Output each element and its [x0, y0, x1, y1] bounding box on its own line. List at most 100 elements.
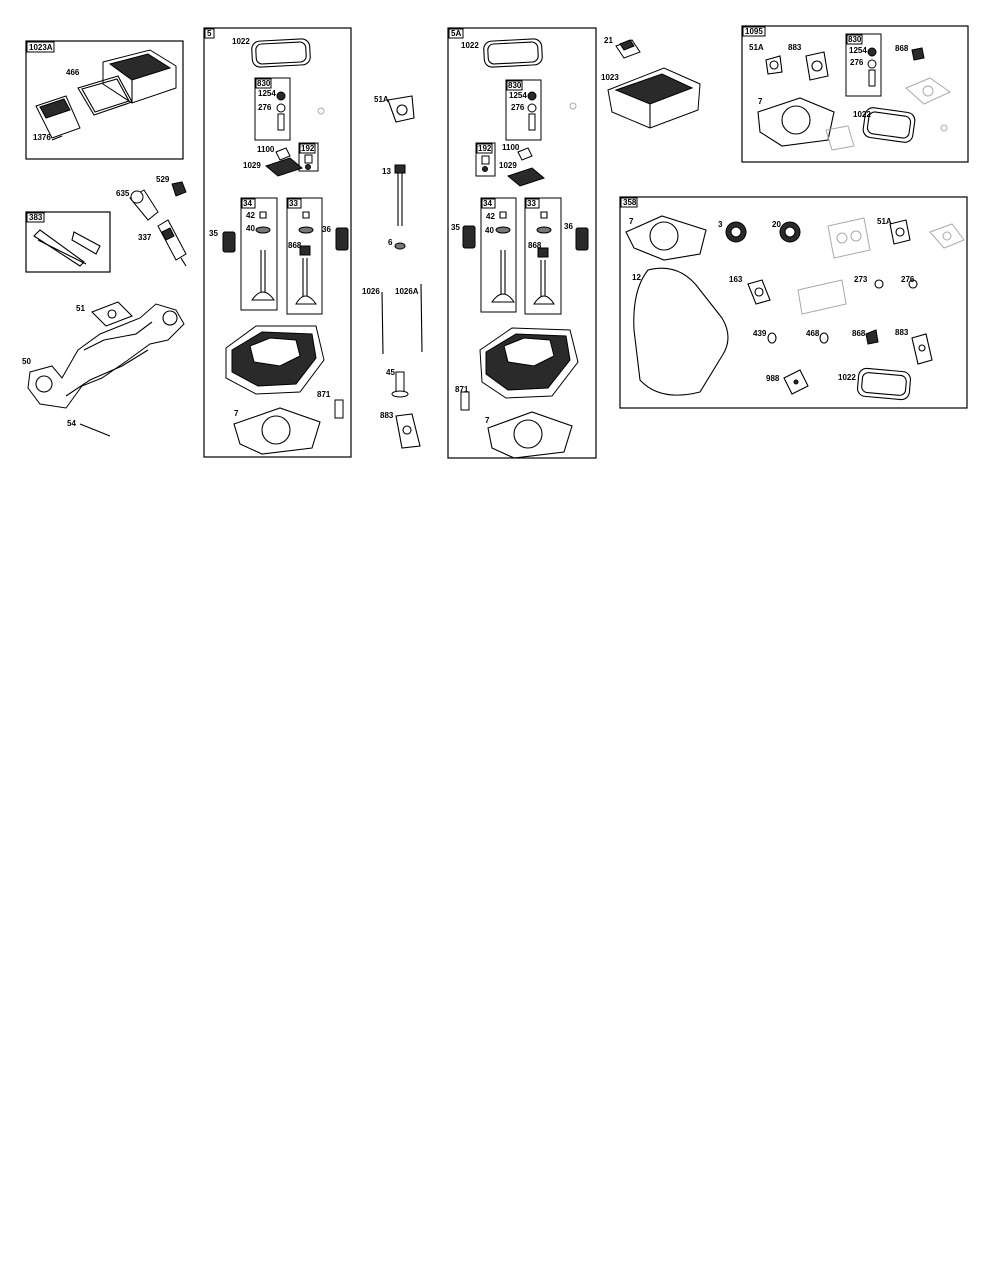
- part-callout-13: 13: [382, 167, 391, 176]
- part-callout-1029: 1029: [243, 161, 261, 170]
- part-callout-7: 7: [758, 97, 763, 106]
- part-callout-276: 276: [511, 103, 525, 112]
- part-callout-868: 868: [895, 44, 909, 53]
- part-callout-35: 35: [451, 223, 460, 232]
- part-callout-1022: 1022: [232, 37, 250, 46]
- part-callout-45: 45: [386, 368, 395, 377]
- part-callout-42: 42: [246, 211, 255, 220]
- part-callout-20: 20: [772, 220, 781, 229]
- part-callout-51a: 51A: [374, 95, 389, 104]
- spark-plug-part: [157, 219, 187, 261]
- part-callout-1100: 1100: [502, 143, 520, 152]
- cover-gasket-1022-part: [251, 38, 311, 68]
- head-gasket-7-kit-part: [757, 97, 835, 147]
- part-callout-871: 871: [317, 390, 331, 399]
- part-callout-1254: 1254: [849, 46, 867, 55]
- group-label-358: 358: [623, 198, 637, 207]
- part-callout-337: 337: [138, 233, 152, 242]
- part-callout-36: 36: [322, 225, 331, 234]
- part-callout-12: 12: [632, 273, 641, 282]
- part-callout-42: 42: [486, 212, 495, 221]
- part-callout-40: 40: [246, 224, 255, 233]
- part-callout-273: 273: [854, 275, 868, 284]
- group-label-5: 5: [207, 29, 212, 38]
- manifold-gasket-part: [91, 301, 133, 327]
- part-callout-276: 276: [258, 103, 272, 112]
- kit-label-830-1095: 830: [848, 35, 862, 44]
- group-5-cylinder-head-assembly: 5 830 192 34 33: [203, 27, 352, 458]
- part-callout-51: 51: [76, 304, 85, 313]
- kit-label-33: 33: [289, 199, 298, 208]
- rocker-arm-part: [264, 157, 304, 177]
- part-callout-1022: 1022: [853, 110, 871, 119]
- crankcase-gasket-12-part: [633, 267, 729, 396]
- kit-label-34: 34: [243, 199, 252, 208]
- part-callout-1100: 1100: [257, 145, 275, 154]
- kit-label-192-5a: 192: [478, 144, 492, 153]
- part-callout-868: 868: [852, 329, 866, 338]
- group-label-5a: 5A: [451, 29, 461, 38]
- group-1023a-valve-cover-kit: 1023A: [25, 40, 184, 160]
- part-callout-1254: 1254: [509, 91, 527, 100]
- group-5a-cylinder-head-assembly: 5A 830 192 34 33: [447, 27, 597, 459]
- kit-label-830: 830: [257, 79, 271, 88]
- part-callout-51a: 51A: [877, 217, 892, 226]
- part-callout-50: 50: [22, 357, 31, 366]
- part-callout-871: 871: [455, 385, 469, 394]
- part-callout-883: 883: [895, 328, 909, 337]
- part-callout-36: 36: [564, 222, 573, 231]
- part-callout-635: 635: [116, 189, 130, 198]
- part-callout-868: 868: [528, 241, 542, 250]
- part-callout-988: 988: [766, 374, 780, 383]
- part-callout-35: 35: [209, 229, 218, 238]
- valve-cover-1023-area: [607, 39, 701, 129]
- part-callout-1029: 1029: [499, 161, 517, 170]
- part-callout-163: 163: [729, 275, 743, 284]
- part-callout-883: 883: [788, 43, 802, 52]
- group-358-gasket-set: 358: [619, 196, 968, 409]
- part-callout-1022: 1022: [461, 41, 479, 50]
- gasket-883-part: [395, 413, 421, 449]
- part-callout-1022: 1022: [838, 373, 856, 382]
- spark-plug-wrench-part: [33, 229, 85, 267]
- exhaust-manifold-area: [27, 301, 185, 437]
- part-callout-468: 468: [806, 329, 820, 338]
- part-callout-7: 7: [629, 217, 634, 226]
- kit-label-34-5a: 34: [483, 199, 492, 208]
- part-callout-868: 868: [288, 241, 302, 250]
- push-rod-1026-part: [381, 291, 384, 355]
- part-callout-3: 3: [718, 220, 723, 229]
- nut-529-part: [171, 181, 187, 197]
- part-callout-51a: 51A: [749, 43, 764, 52]
- kit-label-830-5a: 830: [508, 81, 522, 90]
- group-label-1095: 1095: [745, 27, 763, 36]
- part-callout-276: 276: [901, 275, 915, 284]
- part-callout-439: 439: [753, 329, 767, 338]
- spark-plug-area: [129, 181, 187, 267]
- part-callout-54: 54: [67, 419, 76, 428]
- exhaust-manifold-part: [27, 303, 185, 409]
- kit-label-33-5a: 33: [527, 199, 536, 208]
- part-callout-883: 883: [380, 411, 394, 420]
- part-callout-40: 40: [485, 226, 494, 235]
- push-rod-1026a-part: [420, 283, 423, 353]
- head-gasket-7-part: [233, 407, 321, 455]
- part-callout-1026: 1026: [362, 287, 380, 296]
- part-callout-1254: 1254: [258, 89, 276, 98]
- part-callout-276: 276: [850, 58, 864, 67]
- part-callout-labels: 4661376635529337515054102212542761100102…: [22, 36, 915, 428]
- kit-label-192: 192: [301, 144, 315, 153]
- group-383-tool-kit: 383: [25, 211, 111, 273]
- group-label-1023a: 1023A: [29, 43, 53, 52]
- part-callout-529: 529: [156, 175, 170, 184]
- cover-gasket-part: [77, 75, 133, 116]
- part-callout-7: 7: [234, 409, 239, 418]
- part-callout-1023: 1023: [601, 73, 619, 82]
- part-callout-1376: 1376: [33, 133, 51, 142]
- middle-loose-parts: [381, 95, 423, 449]
- part-callout-1026a: 1026A: [395, 287, 419, 296]
- part-callout-21: 21: [604, 36, 613, 45]
- part-callout-7: 7: [485, 416, 490, 425]
- gasket-51a-part: [387, 95, 415, 123]
